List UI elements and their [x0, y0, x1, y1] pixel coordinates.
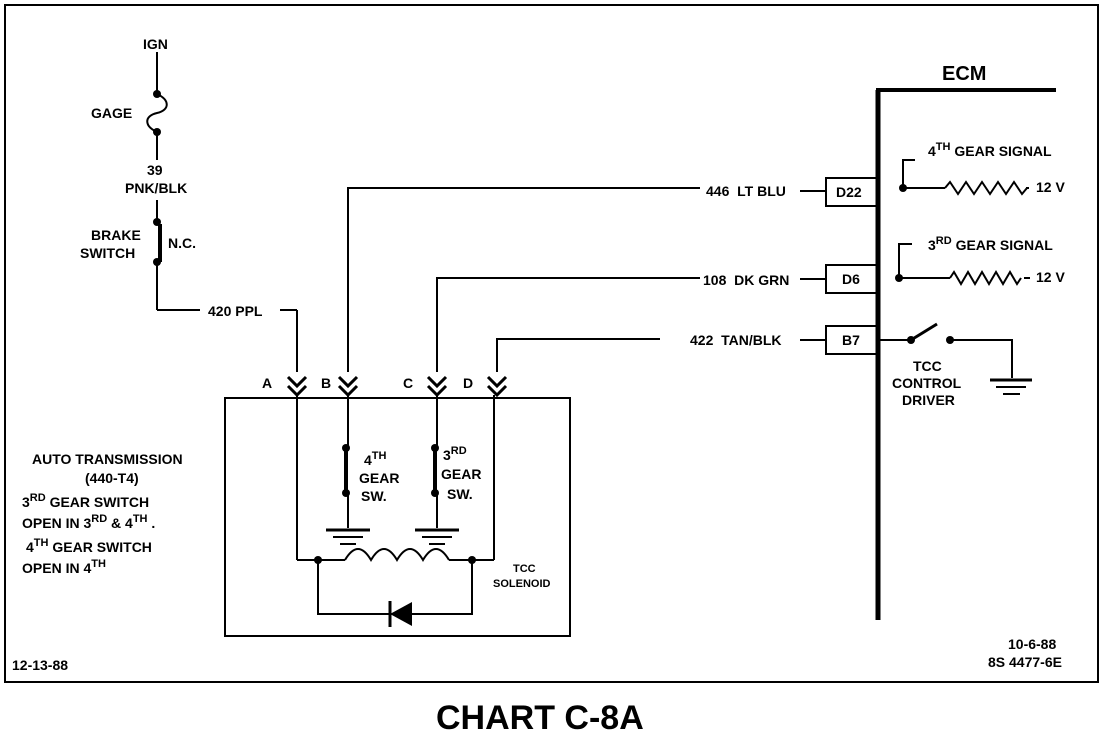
- third-voltage-label: 12 V: [1036, 269, 1065, 285]
- fourth-signal-leader: [902, 159, 915, 188]
- chevron-b: [337, 375, 359, 398]
- trans-note-2: OPEN IN 3RD & 4TH .: [22, 513, 155, 531]
- ign-label: IGN: [143, 36, 168, 52]
- pin-b7-label: B7: [842, 332, 860, 348]
- solenoid-label-2: SOLENOID: [493, 578, 551, 590]
- junction-dot: [907, 336, 915, 344]
- gage-label: GAGE: [91, 105, 132, 121]
- driver-label-2: CONTROL: [892, 375, 962, 391]
- transmission-box: [224, 397, 571, 637]
- diode-loop: [317, 560, 473, 615]
- third-switch-label-3: SW.: [447, 486, 473, 502]
- chevron-a: [286, 375, 308, 398]
- trans-note-4: OPEN IN 4TH: [22, 558, 106, 576]
- junction-dot: [153, 218, 161, 226]
- fourth-voltage-label: 12 V: [1036, 179, 1065, 195]
- junction-dot: [895, 274, 903, 282]
- terminal-b-label: B: [321, 375, 331, 391]
- trans-note-1: 3RD GEAR SWITCH: [22, 492, 149, 510]
- fourth-gear-signal-label: 4TH GEAR SIGNAL: [928, 141, 1052, 159]
- junction-dot: [314, 556, 322, 564]
- trans-line-1: AUTO TRANSMISSION: [32, 451, 183, 467]
- terminal-d-label: D: [463, 375, 473, 391]
- chevron-d: [486, 375, 508, 398]
- lt-blu-wire-label: 446 LT BLU: [706, 183, 786, 199]
- chart-title: CHART C-8A: [436, 699, 644, 736]
- third-switch-label-1: 3RD: [443, 445, 467, 463]
- part-number: 8S 4477-6E: [988, 654, 1062, 670]
- ppl-wire-label: 420 PPL: [208, 303, 263, 319]
- wire-39-label: 39: [147, 162, 163, 178]
- junction-dot: [342, 489, 350, 497]
- pin-box-d6: [825, 264, 879, 294]
- fourth-switch-label-2: GEAR: [359, 470, 399, 486]
- fourth-resistor: [944, 180, 1028, 196]
- terminal-c-label: C: [403, 375, 413, 391]
- third-switch-label-2: GEAR: [441, 466, 481, 482]
- third-signal-leader: [898, 243, 912, 278]
- trans-note-3: 4TH GEAR SWITCH: [26, 537, 152, 555]
- fourth-switch-label-3: SW.: [361, 488, 387, 504]
- diode: [388, 601, 412, 627]
- terminal-a-label: A: [262, 375, 272, 391]
- brake-label: BRAKE: [91, 227, 141, 243]
- pin-box-d22: [825, 177, 879, 207]
- tcc-solenoid-coil: [344, 548, 450, 562]
- junction-dot: [946, 336, 954, 344]
- driver-label-3: DRIVER: [902, 392, 955, 408]
- pnk-blk-label: PNK/BLK: [125, 180, 187, 196]
- lt-blu-wire: [347, 187, 700, 372]
- dk-grn-wire-label: 108 DK GRN: [703, 272, 789, 288]
- tan-blk-wire-label: 422 TAN/BLK: [690, 332, 782, 348]
- junction-dot: [468, 556, 476, 564]
- junction-dot: [342, 444, 350, 452]
- fourth-switch-label-1: 4TH: [364, 450, 387, 468]
- junction-dot: [153, 258, 161, 266]
- junction-dot: [153, 90, 161, 98]
- tan-blk-wire: [496, 338, 660, 372]
- solenoid-label-1: TCC: [513, 563, 536, 575]
- chevron-c: [426, 375, 448, 398]
- date-right: 10-6-88: [1008, 636, 1056, 652]
- pin-d6-label: D6: [842, 271, 860, 287]
- junction-dot: [899, 184, 907, 192]
- date-left: 12-13-88: [12, 657, 68, 673]
- pin-d22-label: D22: [836, 184, 862, 200]
- junction-dot: [153, 128, 161, 136]
- third-resistor: [949, 270, 1022, 286]
- tcc-driver-blade: [910, 322, 938, 342]
- gage-fuse: [146, 93, 168, 133]
- junction-dot: [431, 444, 439, 452]
- switch-label: SWITCH: [80, 245, 135, 261]
- outer-frame: [4, 4, 1099, 683]
- tcc-driver-ground-wire: [950, 339, 1013, 378]
- ecm-label: ECM: [942, 63, 986, 85]
- trans-line-2: (440-T4): [85, 470, 139, 486]
- nc-label: N.C.: [168, 235, 196, 251]
- dk-grn-wire: [436, 277, 700, 372]
- junction-dot: [431, 489, 439, 497]
- third-gear-signal-label: 3RD GEAR SIGNAL: [928, 235, 1053, 253]
- driver-label-1: TCC: [913, 358, 942, 374]
